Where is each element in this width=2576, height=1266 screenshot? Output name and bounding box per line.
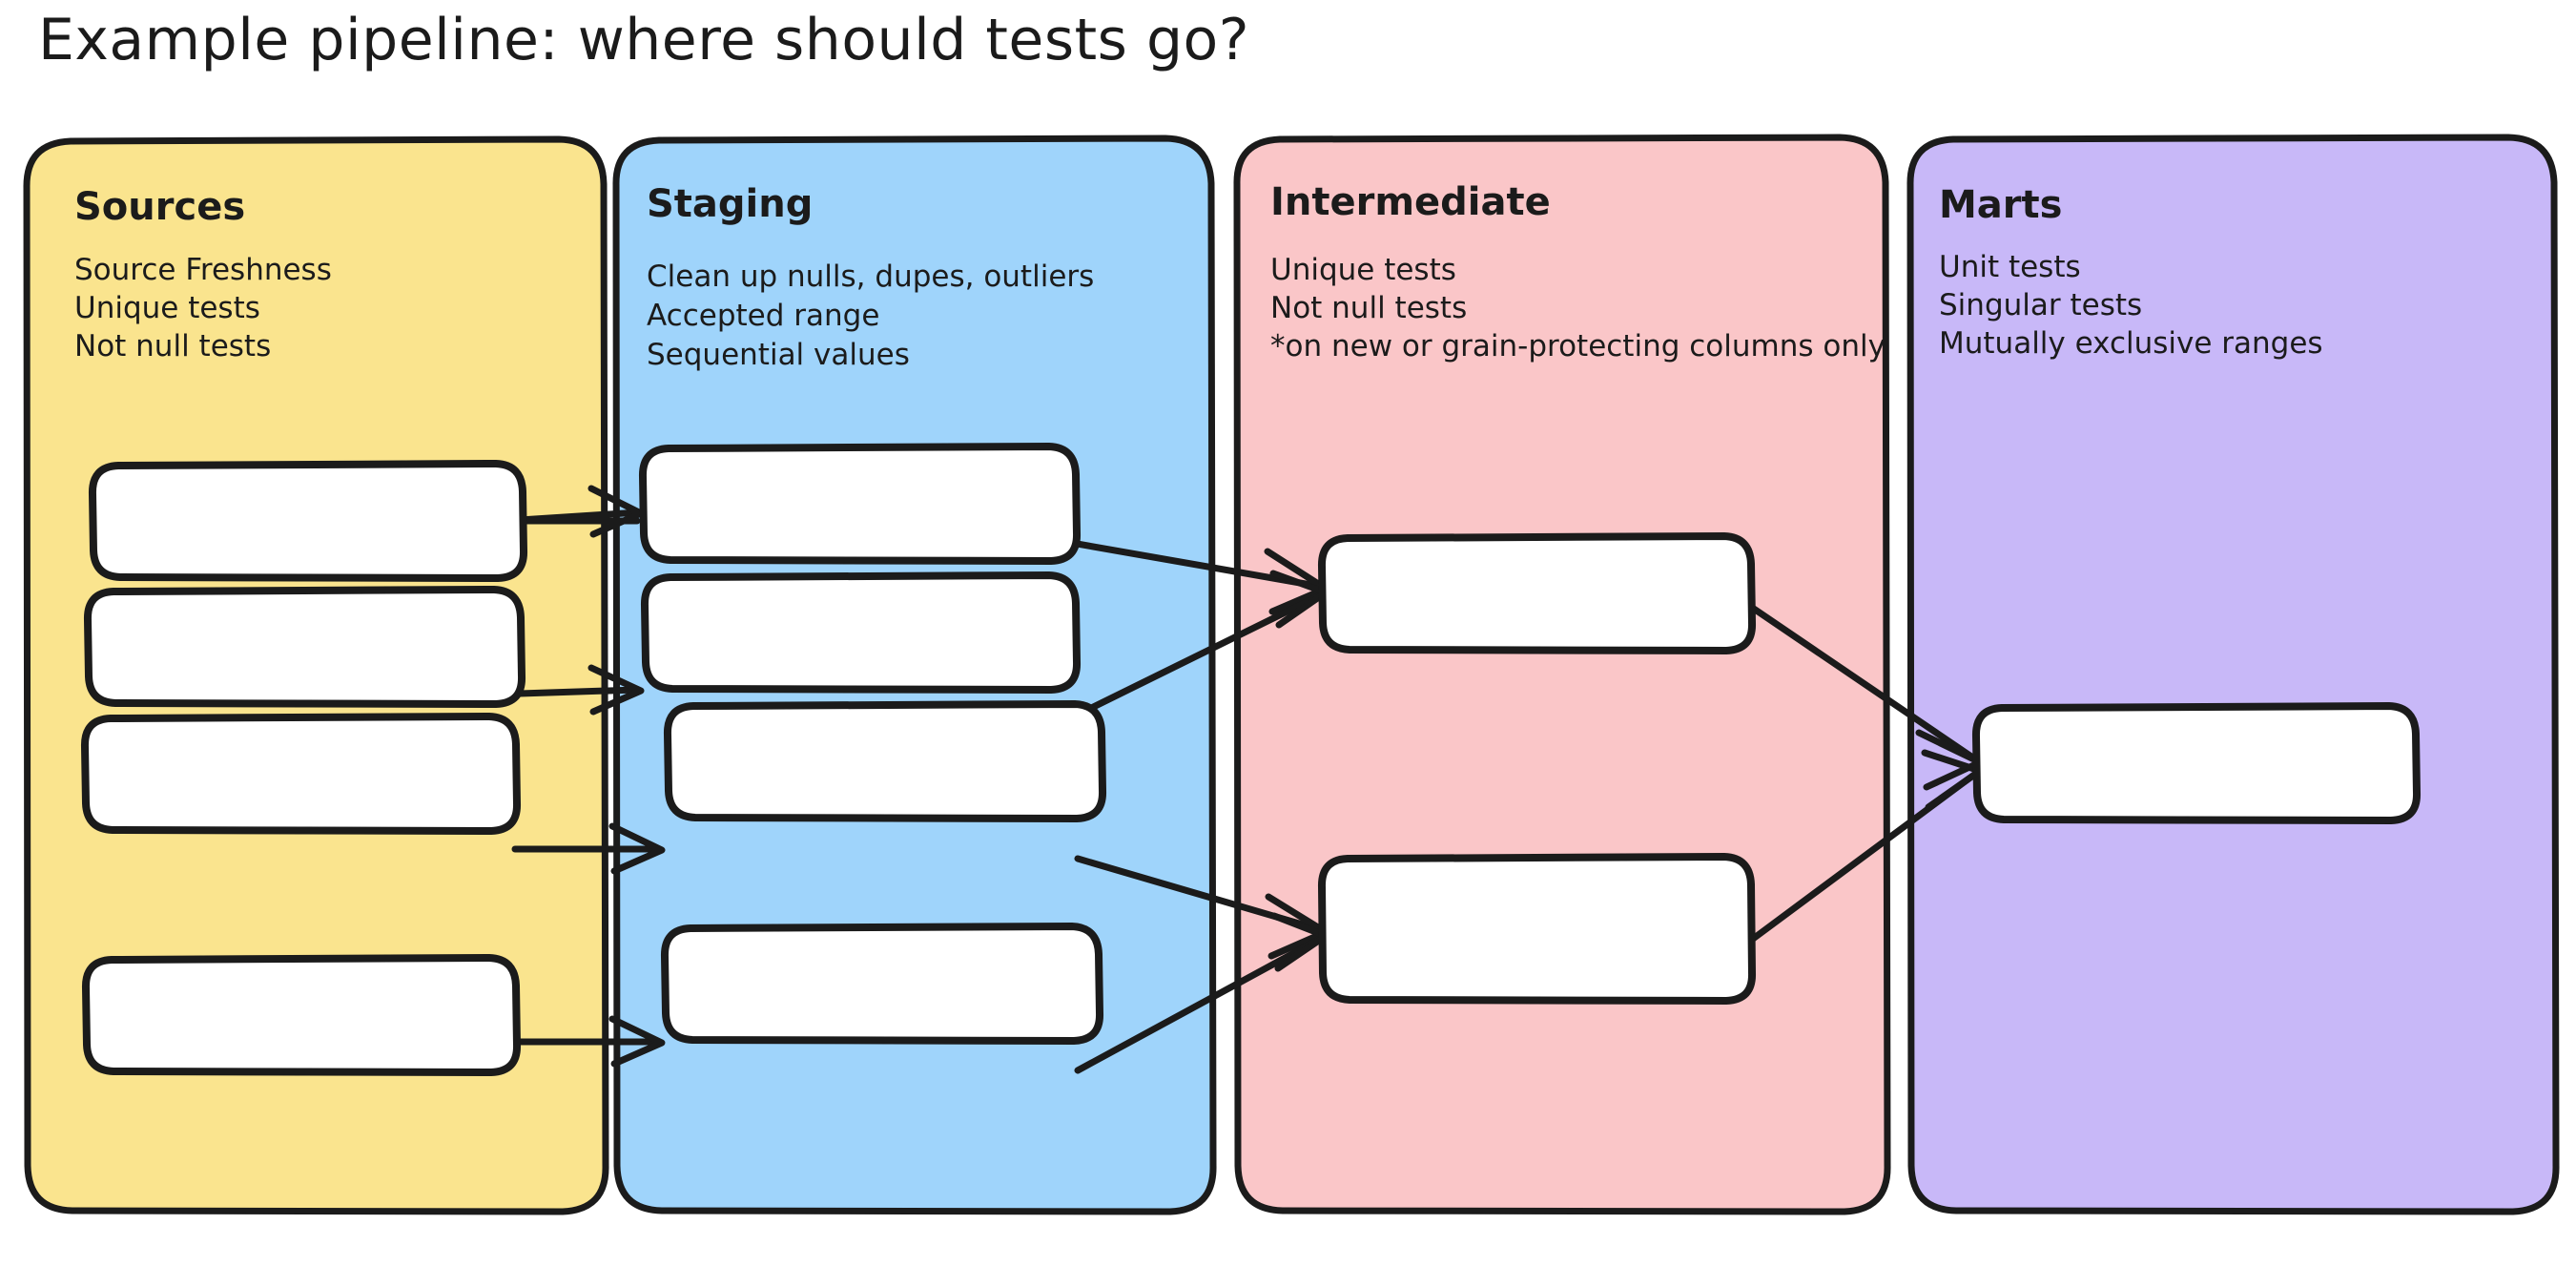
node-int-1[interactable]: [1317, 532, 1756, 654]
edge-src4-stg4: [511, 1015, 666, 1068]
lane-intermediate-title: Intermediate: [1270, 180, 1551, 224]
node-int-2[interactable]: [1317, 853, 1756, 1005]
lane-intermediate-bullet-3: *on new or grain-protecting columns only: [1270, 329, 1886, 363]
lane-intermediate[interactable]: Intermediate Unique tests Not null tests…: [1233, 134, 1891, 1215]
lane-marts-title: Marts: [1939, 183, 2062, 227]
node-stg-2[interactable]: [640, 571, 1081, 694]
lane-marts-bullet-1: Unit tests: [1939, 250, 2081, 284]
node-stg-1[interactable]: [638, 443, 1081, 565]
edge-src2-stg2: [516, 664, 645, 716]
lane-sources-bullet-3: Not null tests: [74, 329, 271, 363]
lane-intermediate-bullet-1: Unique tests: [1270, 253, 1456, 287]
node-src-4[interactable]: [81, 954, 521, 1076]
node-stg-4[interactable]: [660, 923, 1103, 1045]
lane-sources-title: Sources: [74, 185, 245, 229]
page-title: Example pipeline: where should tests go?: [38, 7, 1249, 73]
lane-sources-bullet-1: Source Freshness: [74, 253, 332, 287]
lane-marts-panel: [1906, 134, 2560, 1215]
node-src-2[interactable]: [83, 586, 526, 708]
lane-sources-bullet-2: Unique tests: [74, 291, 260, 325]
lane-staging-bullet-3: Sequential values: [647, 338, 910, 372]
lane-marts-bullet-3: Mutually exclusive ranges: [1939, 326, 2323, 361]
lane-staging-bullet-2: Accepted range: [647, 299, 879, 333]
node-src-1[interactable]: [88, 460, 527, 582]
lane-marts-bullet-2: Singular tests: [1939, 288, 2142, 322]
edge-src3-stg3: [511, 822, 666, 875]
node-stg-3[interactable]: [663, 700, 1106, 822]
lane-marts[interactable]: Marts Unit tests Singular tests Mutually…: [1906, 134, 2560, 1215]
node-src-3[interactable]: [80, 713, 521, 835]
lane-intermediate-bullet-2: Not null tests: [1270, 291, 1467, 325]
node-mart-1[interactable]: [1971, 702, 2421, 824]
lane-staging-title: Staging: [647, 182, 813, 226]
lane-staging-bullet-1: Clean up nulls, dupes, outliers: [647, 259, 1094, 294]
